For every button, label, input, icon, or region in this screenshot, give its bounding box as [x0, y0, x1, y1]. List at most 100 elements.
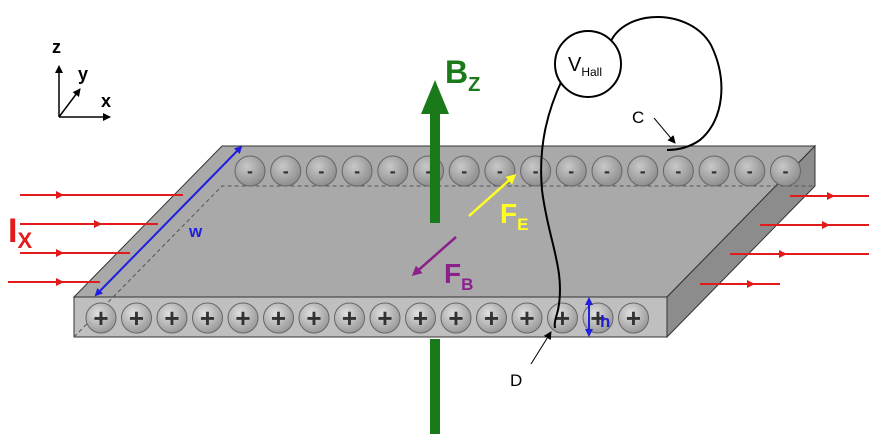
fb-label-sub: B: [461, 275, 473, 294]
negative-charge-sign: -: [247, 161, 253, 181]
c-label: C: [632, 108, 644, 127]
positive-charge: +: [298, 302, 330, 334]
voltmeter-circle: [554, 30, 622, 98]
positive-charge: +: [334, 302, 365, 334]
positive-charge: +: [405, 302, 436, 334]
positive-charge-sign: +: [519, 303, 534, 333]
negative-charge: -: [305, 155, 337, 187]
negative-charge: -: [591, 155, 623, 187]
bz-arrow-head: [421, 80, 449, 114]
negative-charge-sign: -: [390, 161, 396, 181]
negative-charge: -: [734, 155, 766, 187]
width-label: w: [188, 222, 203, 241]
negative-charge-row: ----------------: [234, 155, 801, 187]
positive-charge: +: [476, 302, 507, 334]
electric-force-arrow: [468, 174, 517, 217]
positive-charge: +: [263, 302, 294, 334]
positive-charge: +: [369, 302, 401, 334]
negative-charge-sign: -: [568, 161, 574, 181]
negative-charge-sign: -: [783, 161, 789, 181]
negative-charge: -: [341, 155, 373, 187]
negative-charge: -: [698, 155, 730, 187]
bz-arrow-upper-shaft: [430, 113, 440, 223]
positive-charge-sign: +: [93, 303, 108, 333]
axis-triad: z y x: [52, 37, 111, 121]
current-arrows-out: [700, 192, 869, 288]
wire-to-c: [609, 16, 723, 151]
width-dimension-arrow: [94, 145, 243, 297]
positive-charge-sign: +: [200, 303, 215, 333]
negative-charge-sign: -: [711, 161, 717, 181]
positive-charge-sign: +: [377, 303, 392, 333]
negative-charge-sign: -: [461, 161, 467, 181]
height-label: h: [600, 312, 610, 331]
negative-charge: -: [377, 155, 409, 187]
positive-charge: +: [547, 302, 578, 334]
positive-charge-sign: +: [448, 303, 463, 333]
negative-charge-sign: -: [604, 161, 610, 181]
positive-charge-sign: +: [129, 303, 144, 333]
negative-charge-sign: -: [354, 161, 360, 181]
positive-charge-sign: +: [413, 303, 428, 333]
negative-charge-sign: -: [533, 161, 539, 181]
negative-charge-sign: -: [426, 161, 432, 181]
bz-label-main: B: [445, 54, 468, 90]
negative-charge-sign: -: [497, 161, 503, 181]
d-label: D: [510, 371, 522, 390]
positive-charge-sign: +: [590, 303, 605, 333]
fe-label-main: F: [500, 198, 517, 229]
negative-charge-sign: -: [675, 161, 681, 181]
fe-label-sub: E: [517, 215, 528, 234]
positive-charge-sign: +: [235, 303, 250, 333]
vhall-label-main: V: [568, 54, 582, 76]
fb-label: FB: [444, 258, 473, 294]
negative-charge-sign: -: [318, 161, 324, 181]
positive-charge: +: [440, 302, 472, 334]
fb-label-main: F: [444, 258, 461, 289]
positive-charge-sign: +: [484, 303, 499, 333]
positive-charge: +: [618, 302, 649, 334]
magnetic-force-arrow: [411, 236, 457, 276]
bz-label-sub: Z: [468, 74, 480, 96]
c-pointer: [653, 117, 676, 144]
positive-charge: +: [156, 302, 188, 334]
x-axis-label: x: [101, 91, 111, 111]
ix-label-main: I: [8, 212, 17, 250]
bz-arrow-upper: [421, 80, 449, 223]
positive-charge-sign: +: [555, 303, 570, 333]
negative-charge: -: [484, 155, 516, 187]
negative-charge-sign: -: [747, 161, 753, 181]
ix-label: IX: [8, 212, 32, 253]
vhall-label-sub: Hall: [581, 65, 602, 79]
vhall-label: VHall: [568, 54, 602, 79]
negative-charge: -: [234, 155, 266, 187]
negative-charge-sign: -: [283, 161, 289, 181]
positive-charge-sign: +: [626, 303, 641, 333]
negative-charge: -: [662, 155, 694, 187]
positive-charge: +: [511, 302, 543, 334]
negative-charge: -: [555, 155, 587, 187]
negative-charge: -: [627, 155, 659, 187]
positive-charge-sign: +: [164, 303, 179, 333]
negative-charge: -: [770, 155, 801, 187]
bz-label: BZ: [445, 54, 480, 96]
negative-charge: -: [448, 155, 480, 187]
positive-charge: +: [121, 302, 152, 334]
wire-to-d: [540, 79, 563, 329]
negative-charge: -: [270, 155, 302, 187]
positive-charge-sign: +: [306, 303, 321, 333]
d-pointer: [530, 331, 552, 365]
negative-charge-sign: -: [640, 161, 646, 181]
positive-charge: +: [85, 302, 117, 334]
positive-charge: +: [192, 302, 223, 334]
z-axis-label: z: [52, 37, 61, 57]
y-axis-arrow: [58, 88, 81, 118]
positive-charge-sign: +: [271, 303, 286, 333]
ix-label-sub: X: [17, 228, 32, 253]
fe-label: FE: [500, 198, 528, 234]
positive-charge: +: [227, 302, 259, 334]
y-axis-label: y: [78, 64, 88, 84]
negative-charge: -: [520, 155, 552, 187]
bz-arrow-lower-shaft: [430, 339, 440, 434]
